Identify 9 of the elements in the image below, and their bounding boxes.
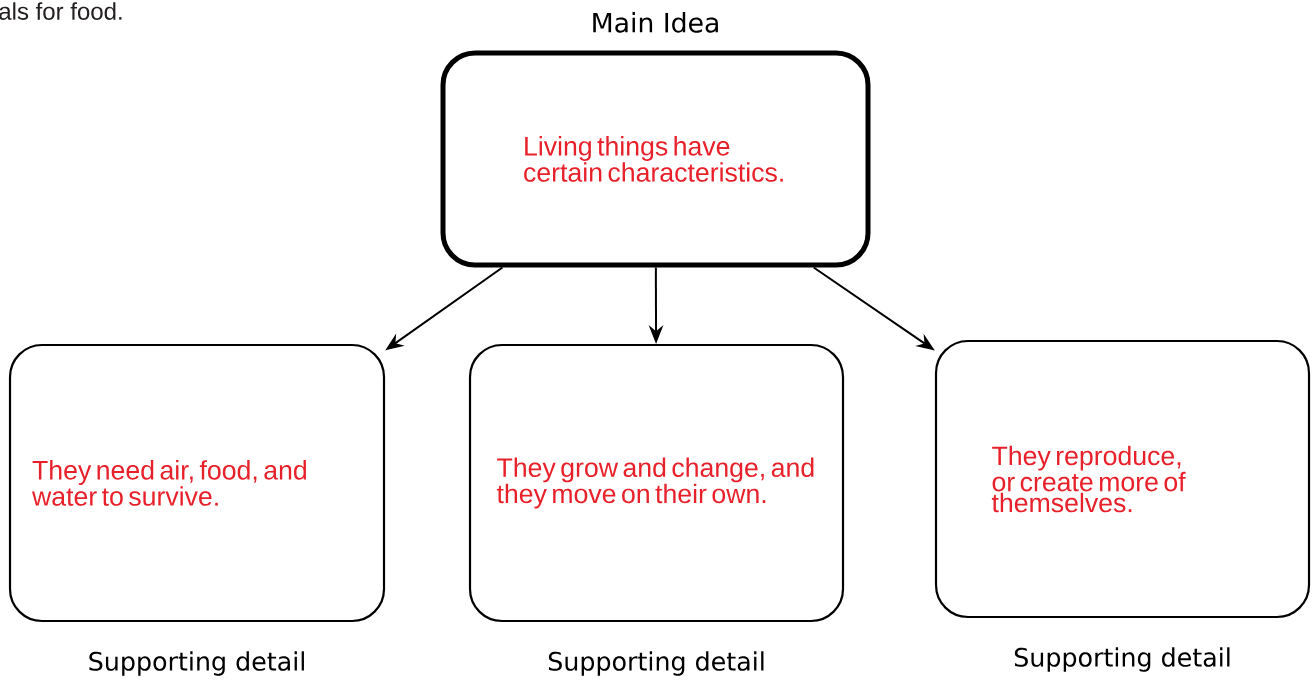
idea-box: Living things have certain characteristics. [440, 50, 871, 268]
idea-box: They need air, food, and water to survive. [8, 343, 386, 623]
heading: Main Idea [593, 12, 718, 33]
idea-box: They grow and change, and they move on their own. [468, 343, 845, 623]
node-label: Supporting detail [1014, 647, 1230, 672]
node-label: Supporting detail [548, 651, 764, 676]
idea-box: They reproduce, or create more of themselves. [934, 339, 1311, 619]
node-label: Supporting detail [89, 651, 304, 676]
note-text: als for food. [0, 2, 122, 20]
